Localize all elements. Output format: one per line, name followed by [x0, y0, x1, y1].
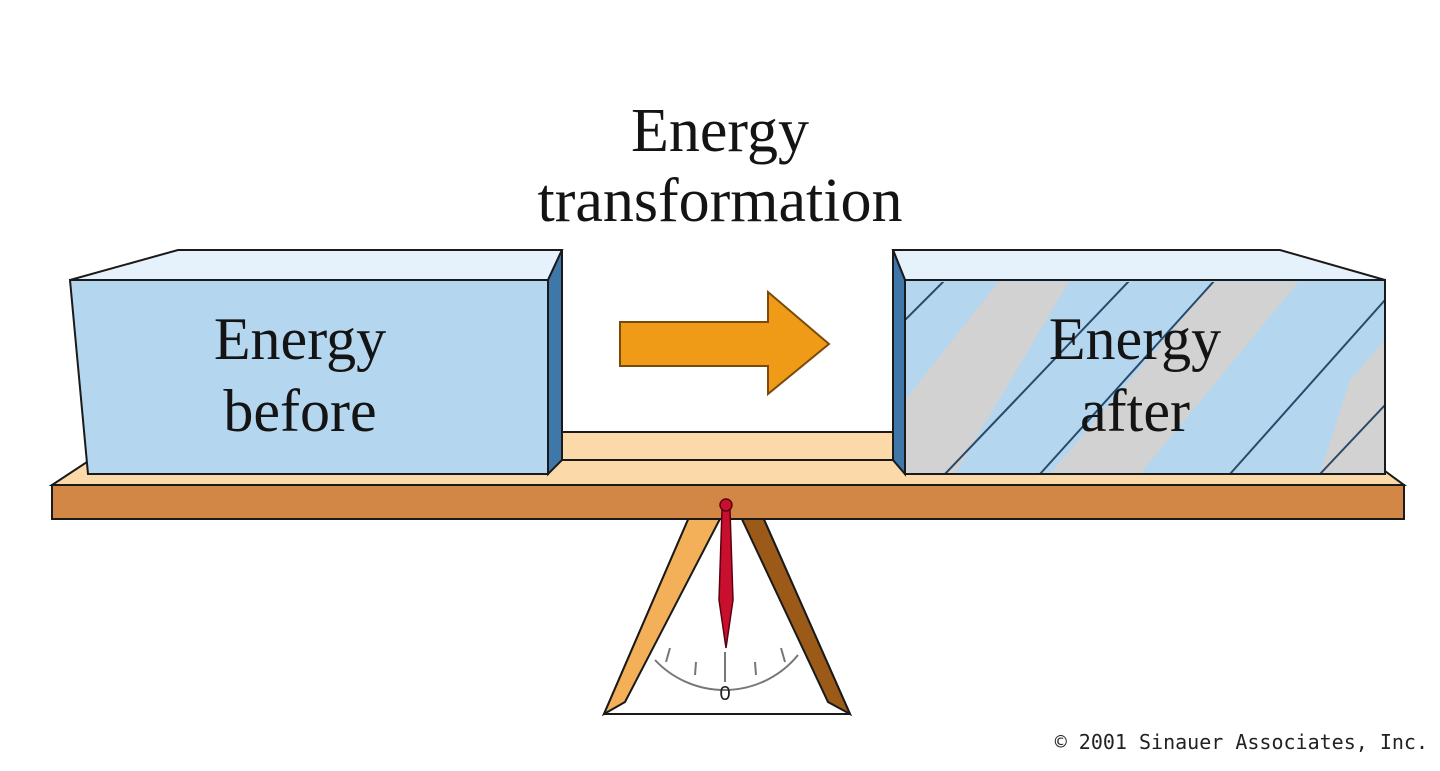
before-label-line-1: Energy [213, 306, 387, 372]
gauge-tick [780, 647, 786, 663]
energy-before-block [68, 249, 564, 477]
after-label-line-2: after [1080, 378, 1190, 444]
energy-before-label: Energy before [90, 303, 510, 447]
after-label-line-1: Energy [1048, 306, 1222, 372]
gauge-dial [654, 647, 799, 691]
after-block-side [892, 249, 906, 477]
energy-after-label: Energy after [930, 303, 1340, 447]
gauge-tick [665, 647, 671, 663]
transformation-arrow [619, 289, 831, 397]
copyright-notice: © 2001 Sinauer Associates, Inc. [1054, 730, 1428, 754]
before-block-top [69, 249, 564, 281]
energy-after-block [891, 249, 1386, 477]
gauge-tick [754, 661, 757, 676]
after-block-stripes [905, 282, 1385, 474]
plank-back-strip [559, 431, 894, 461]
title-line-1: Energy [631, 97, 809, 165]
before-block-front [68, 279, 549, 475]
gauge-zero-label: 0 [719, 683, 731, 705]
before-block-side [547, 249, 563, 477]
gauge-needle [718, 498, 734, 649]
gauge-tick [694, 661, 697, 676]
title-line-2: transformation [537, 167, 903, 235]
before-label-line-2: before [223, 378, 377, 444]
after-block-top [891, 249, 1386, 281]
